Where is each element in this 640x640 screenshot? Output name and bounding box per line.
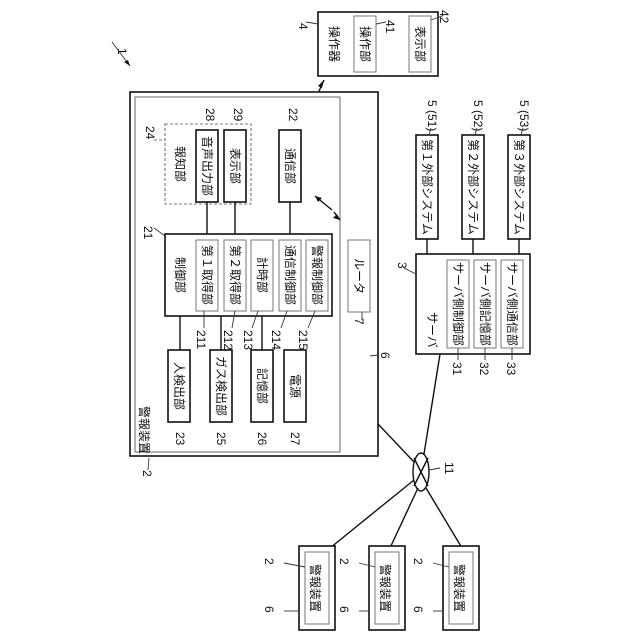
display-unit-alarm-label: 表示部 [228, 148, 243, 184]
server-label: サーバ [425, 312, 439, 348]
lower-unit-label: 記憶部 [255, 368, 270, 404]
ref-25: 25 [214, 432, 228, 446]
ref-6-a: 6 [262, 606, 276, 613]
ref-33: 33 [504, 362, 518, 376]
ref-2-main-leader [148, 458, 149, 470]
control-sub-unit-label: 警報制御部 [310, 245, 325, 305]
control-sub-units: 第１取得部 第２取得部 計時部 通信制御部 警報制御部 [196, 240, 328, 311]
ref-51: 5 (51) [425, 100, 439, 131]
control-unit-label: 制御部 [173, 257, 188, 293]
communication-unit-label: 通信部 [283, 148, 298, 184]
ref-24: 24 [143, 126, 157, 140]
notification-unit-label: 報知部 [173, 146, 188, 182]
ref-2-b: 2 [337, 558, 351, 565]
ref-11: 11 [442, 462, 456, 475]
link-network-alarm-1 [330, 480, 414, 548]
router-label: ルータ [352, 258, 366, 294]
alarm-device-title: 警報装置 [137, 406, 152, 454]
operation-device-title: 操作器 [327, 26, 342, 62]
ref-6-b: 6 [337, 606, 351, 613]
ref-23: 23 [173, 432, 187, 446]
external-system-label: 第１外部システム [420, 139, 435, 235]
ref-27: 27 [288, 432, 302, 446]
ref-3-leader [404, 268, 416, 274]
ref-4: 4 [296, 23, 310, 30]
sound-output-label: 音声出力部 [200, 136, 215, 196]
lower-unit-label: 人検出部 [172, 362, 187, 410]
link-server-network [424, 354, 440, 454]
external-system-label: 第３外部システム [512, 139, 527, 235]
link-network-alarm-2 [390, 488, 418, 548]
link-alarm-network [378, 424, 414, 462]
ref-6-c: 6 [411, 606, 425, 613]
ref-6-main: 6 [378, 352, 392, 359]
ref-213: 213 [241, 330, 255, 350]
ref-32: 32 [477, 362, 491, 376]
control-sub-unit-label: 計時部 [255, 257, 270, 293]
server-sub-unit-label: サーバ側通信部 [505, 262, 520, 346]
ref-11-leader [429, 468, 440, 470]
ref-28: 28 [203, 108, 217, 122]
lower-unit-label: 電源 [288, 374, 302, 398]
link-network-alarm-3 [426, 488, 462, 548]
ref-2-a: 2 [262, 558, 276, 565]
ref-31: 31 [450, 362, 464, 376]
control-sub-unit-label: 通信制御部 [283, 245, 298, 305]
display-unit-label: 表示部 [413, 26, 428, 62]
other-alarm-label: 警報装置 [308, 564, 323, 612]
ref-7: 7 [352, 318, 366, 325]
ref-21: 21 [141, 226, 155, 240]
other-alarm-label: 警報装置 [452, 564, 467, 612]
ref-22: 22 [286, 108, 300, 122]
ref-3: 3 [395, 262, 409, 269]
ref-26: 26 [255, 432, 269, 446]
control-sub-unit-label: 第１取得部 [200, 245, 215, 305]
server-sub-units: サーバ側制御部 サーバ側記憶部 サーバ側通信部 [447, 260, 523, 348]
ref-212: 212 [221, 330, 235, 350]
external-systems: 第１外部システム 第２外部システム 第３外部システム [416, 135, 530, 239]
other-alarm-devices: 警報装置 警報装置 警報装置 [299, 546, 479, 630]
ref-29: 29 [231, 108, 245, 122]
ref-211: 211 [194, 330, 208, 349]
server-sub-unit-label: サーバ側記憶部 [478, 262, 493, 346]
external-system-label: 第２外部システム [466, 139, 481, 235]
lower-unit-label: ガス検出部 [214, 356, 229, 416]
operation-device: 操作器 操作部 表示部 [318, 12, 438, 76]
ref-53: 5 (53) [517, 100, 531, 131]
ref-2-main: 2 [140, 470, 154, 477]
figure-label-arrowhead [124, 60, 130, 66]
operation-unit-label: 操作部 [358, 26, 373, 62]
network-node [413, 453, 429, 491]
control-sub-unit-label: 第２取得部 [228, 245, 243, 305]
server-sub-unit-label: サーバ側制御部 [451, 262, 466, 346]
ref-2-c: 2 [411, 558, 425, 565]
ref-215: 215 [296, 330, 310, 350]
other-alarm-label: 警報装置 [378, 564, 393, 612]
ref-214: 214 [269, 330, 283, 350]
ref-52: 5 (52) [471, 100, 485, 131]
